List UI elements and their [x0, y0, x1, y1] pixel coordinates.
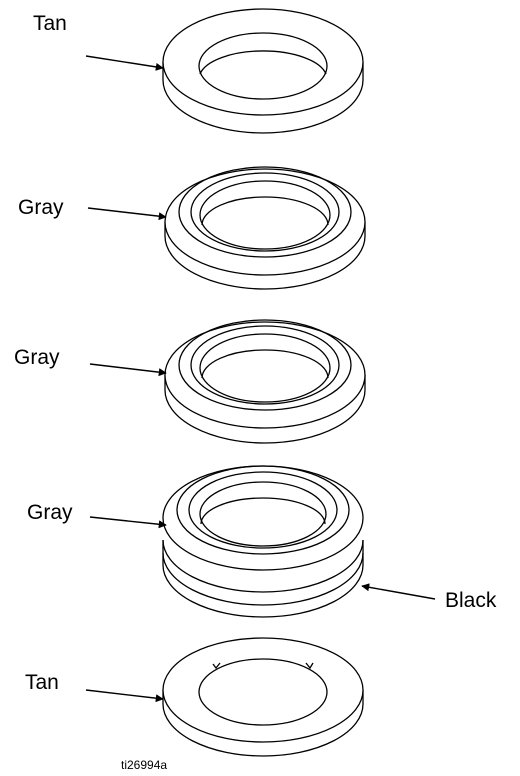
gray-packing-ring-2	[164, 319, 366, 444]
tan-top-ring	[162, 8, 364, 134]
leader-black	[361, 583, 436, 600]
label-gray-2: Gray	[14, 346, 60, 369]
label-tan-top: Tan	[33, 12, 67, 35]
leader-tan-bottom	[85, 689, 164, 703]
label-tan-bottom: Tan	[25, 671, 59, 694]
label-black: Black	[445, 589, 497, 612]
leader-gray-1	[87, 207, 167, 221]
leader-gray-2	[89, 363, 167, 377]
label-gray-1: Gray	[18, 196, 64, 219]
figure-id: ti26994a	[121, 758, 167, 772]
leader-gray-3	[89, 516, 167, 529]
leader-tan-top	[85, 55, 164, 71]
gray-black-stacked-rings	[162, 465, 364, 618]
gray-packing-ring-1	[164, 166, 366, 290]
tan-bottom-ring	[162, 637, 364, 757]
label-gray-3: Gray	[27, 501, 73, 524]
